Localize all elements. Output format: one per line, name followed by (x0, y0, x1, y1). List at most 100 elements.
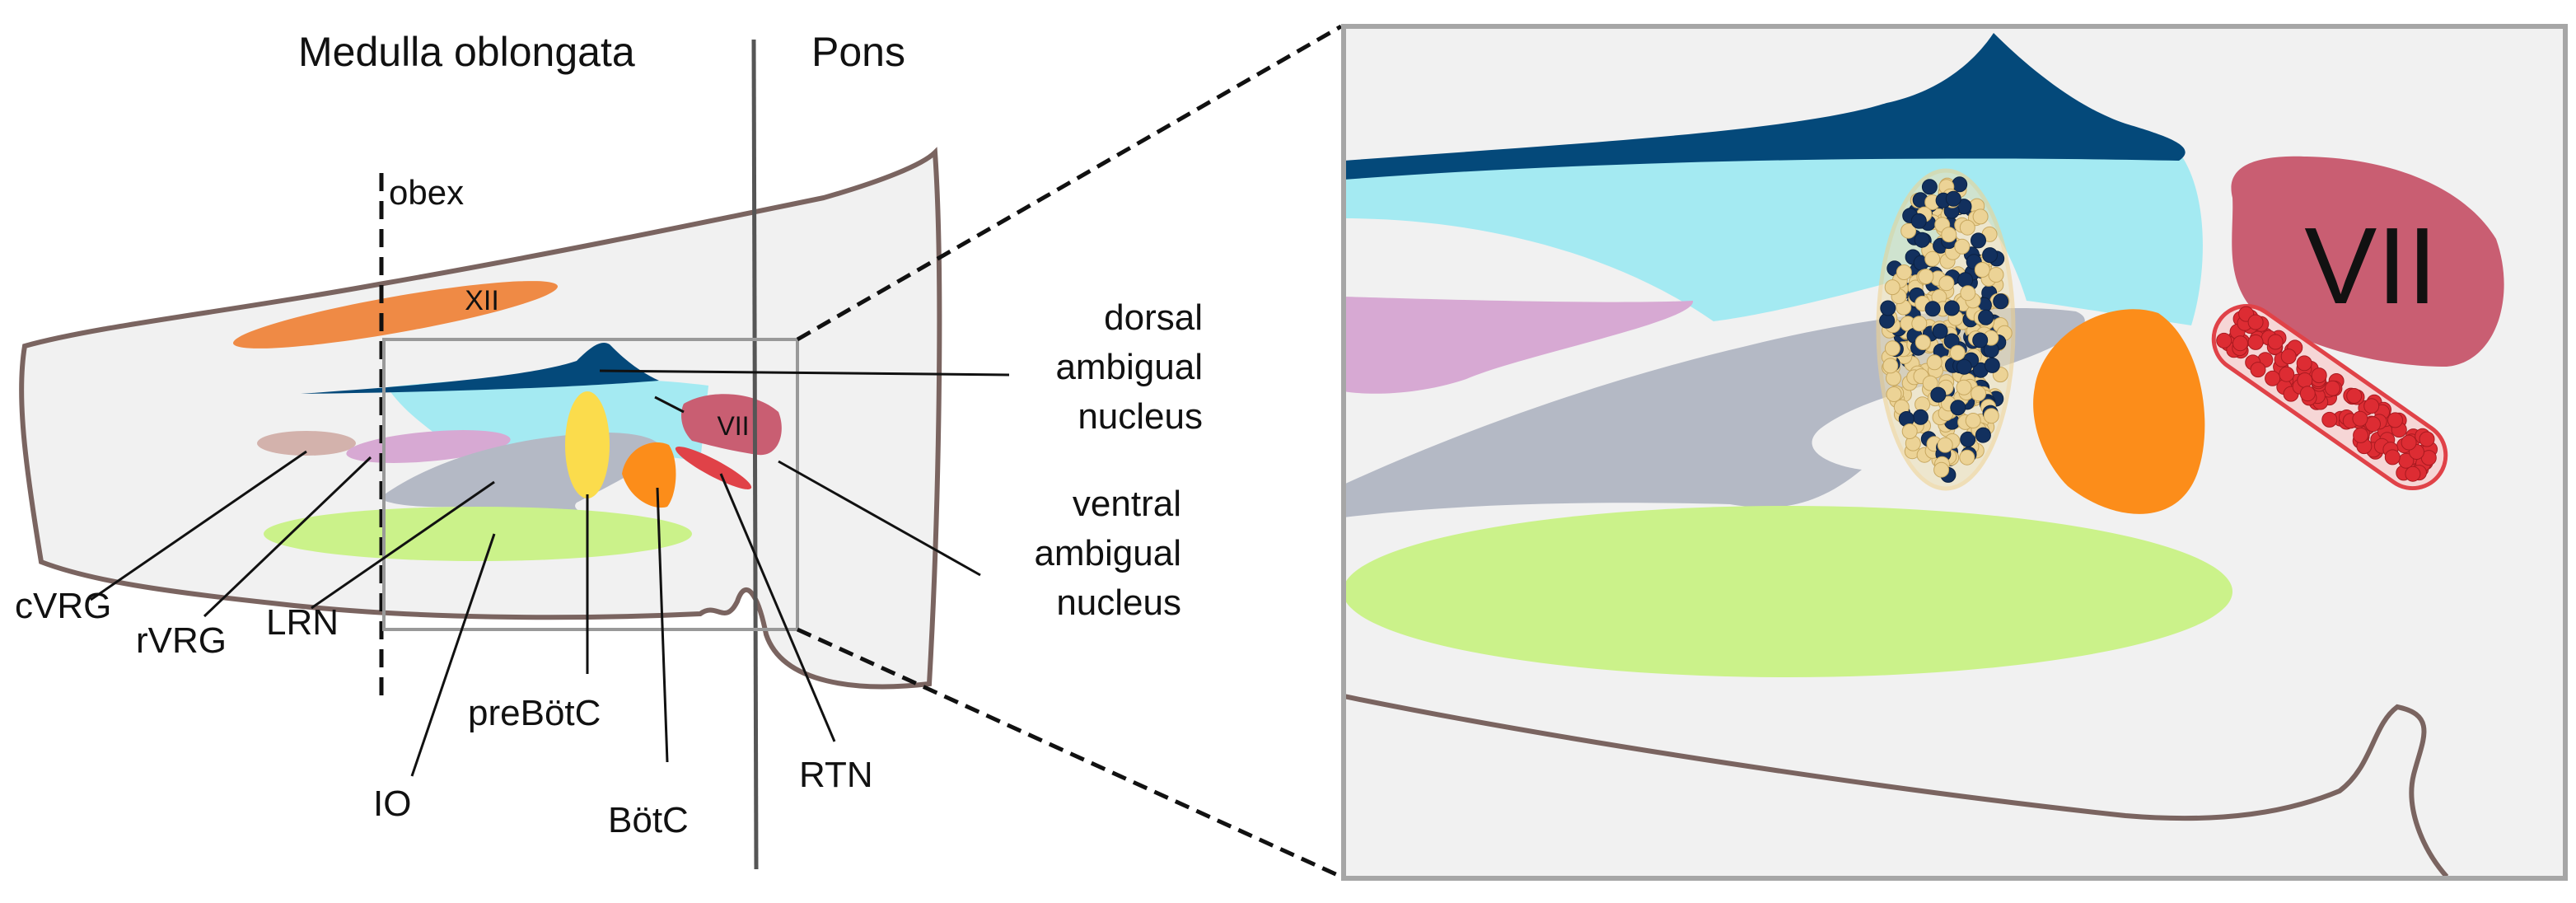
prebotc-cell (1884, 279, 1900, 296)
cvrg-label: cVRG (15, 586, 111, 626)
vii-label-small: VII (717, 411, 749, 441)
prebotc-cell (1922, 375, 1938, 391)
rtn-cell (2311, 367, 2327, 384)
prebotc-cell (1950, 400, 1966, 416)
prebotc-cell (1937, 437, 1953, 453)
prebotc-cell (1914, 335, 1931, 350)
prebotc-cell (1993, 293, 2009, 310)
prebotc-cell (1971, 386, 1987, 402)
prebotc-cell (1983, 408, 1999, 424)
prebotc-cell (1924, 250, 1941, 267)
prebotc-cell (1949, 344, 1966, 361)
prebotc-cell (1988, 267, 2004, 283)
leader-lines (90, 369, 1010, 777)
inset-rtn-cells (2216, 306, 2438, 482)
lrn-label: LRN (266, 602, 339, 643)
prebotc-cell (1971, 232, 1986, 249)
io-nucleus (264, 507, 692, 561)
inset-io (1344, 506, 2232, 677)
prebotc-cell (1978, 309, 1994, 325)
prebotc-cell (1959, 449, 1975, 466)
svg-text:ventral: ventral (1073, 484, 1181, 524)
rtn-cell (2297, 372, 2313, 388)
rtn-cell (2325, 380, 2340, 396)
inset-rvrg (1344, 297, 1694, 394)
rtn-cell (2405, 466, 2421, 482)
inset-brainstem-outline (1344, 694, 2449, 878)
rtn-nucleus-small (675, 447, 752, 489)
prebotc-cell (1886, 386, 1902, 402)
prebotc-cell (1941, 227, 1957, 243)
io-label: IO (373, 784, 411, 824)
prebotc-cell (1896, 264, 1912, 280)
svg-text:ambigual: ambigual (1055, 347, 1203, 387)
inset-panel: VII (1341, 24, 2568, 881)
prebotc-cell (1974, 262, 1990, 278)
prebotc-cell (1960, 285, 1976, 302)
obex-label: obex (389, 173, 464, 212)
rtn-cell (2384, 449, 2401, 466)
xii-label: XII (465, 285, 499, 316)
rtn-cell (2353, 427, 2369, 443)
svg-text:nucleus: nucleus (1078, 396, 1203, 437)
inset-dorsal-ambigual (1344, 33, 2186, 180)
prebotc-cell (1972, 332, 1989, 349)
inset-indicator-box (382, 338, 799, 631)
rtn-cell (2247, 334, 2264, 350)
prebotc-cell (1984, 357, 2000, 373)
medulla-pons-boundary (751, 39, 759, 870)
svg-text:ambigual: ambigual (1034, 533, 1181, 573)
dorsal-ambigual-label: dorsal ambigual nucleus (1055, 297, 1203, 437)
rtn-cell (2299, 386, 2316, 402)
rtn-cell (2401, 434, 2417, 451)
dorsal-ambigual-nucleus (301, 343, 659, 394)
prebotc-cell (1933, 461, 1950, 478)
rtn-cell (2279, 366, 2295, 382)
prebotc-cell (1882, 358, 1899, 374)
botc-label: BötC (608, 800, 689, 840)
prebotc-cell (1930, 386, 1947, 403)
prebotc-nucleus (565, 391, 610, 498)
prebotc-cell (1975, 427, 1991, 443)
rtn-cell (2216, 332, 2232, 349)
prebotc-cell (1952, 176, 1968, 193)
prebotc-cell (1956, 358, 1972, 375)
prebotc-cell (1932, 323, 1948, 339)
prebotc-cell (1926, 354, 1943, 371)
prebotc-cell (1972, 208, 1989, 225)
rtn-label: RTN (799, 755, 873, 795)
prebotc-cell (1924, 301, 1941, 317)
rtn-cell (2232, 335, 2248, 352)
prebotc-cell (1900, 222, 1917, 239)
inset-cyan-region (1344, 155, 2203, 325)
prebotc-cell (1918, 269, 1934, 285)
svg-text:nucleus: nucleus (1056, 583, 1181, 623)
prebotc-cell (1956, 379, 1972, 395)
rtn-cell (2296, 355, 2312, 372)
prebotc-cell (1914, 232, 1930, 248)
inset-prebotc-cells (1879, 176, 2013, 483)
medulla-oblongata-label: Medulla oblongata (298, 29, 635, 75)
svg-text:dorsal: dorsal (1104, 297, 1203, 338)
rtn-cell (2352, 410, 2368, 427)
prebotc-cell (1938, 275, 1955, 292)
inset-vii (2231, 156, 2504, 367)
inset-vii-label: VII (2304, 205, 2437, 326)
rtn-cell (2250, 362, 2266, 378)
prebotc-cell (1943, 300, 1960, 316)
prebotc-cell (1880, 300, 1896, 316)
pons-label: Pons (811, 29, 905, 75)
prebotc-label: preBötC (468, 693, 601, 733)
prebotc-cell (1954, 238, 1971, 255)
prebotc-cell (1957, 272, 1974, 288)
rtn-cell (2280, 349, 2297, 365)
prebotc-cell (1901, 423, 1918, 439)
prebotc-cell (1884, 340, 1900, 357)
rtn-cell (2265, 370, 2281, 386)
prebotc-cell (1914, 396, 1931, 413)
xii-nucleus (233, 281, 558, 349)
rtn-cell (2419, 431, 2435, 447)
rtn-cell (2247, 314, 2264, 330)
inset-botc (2033, 309, 2205, 514)
